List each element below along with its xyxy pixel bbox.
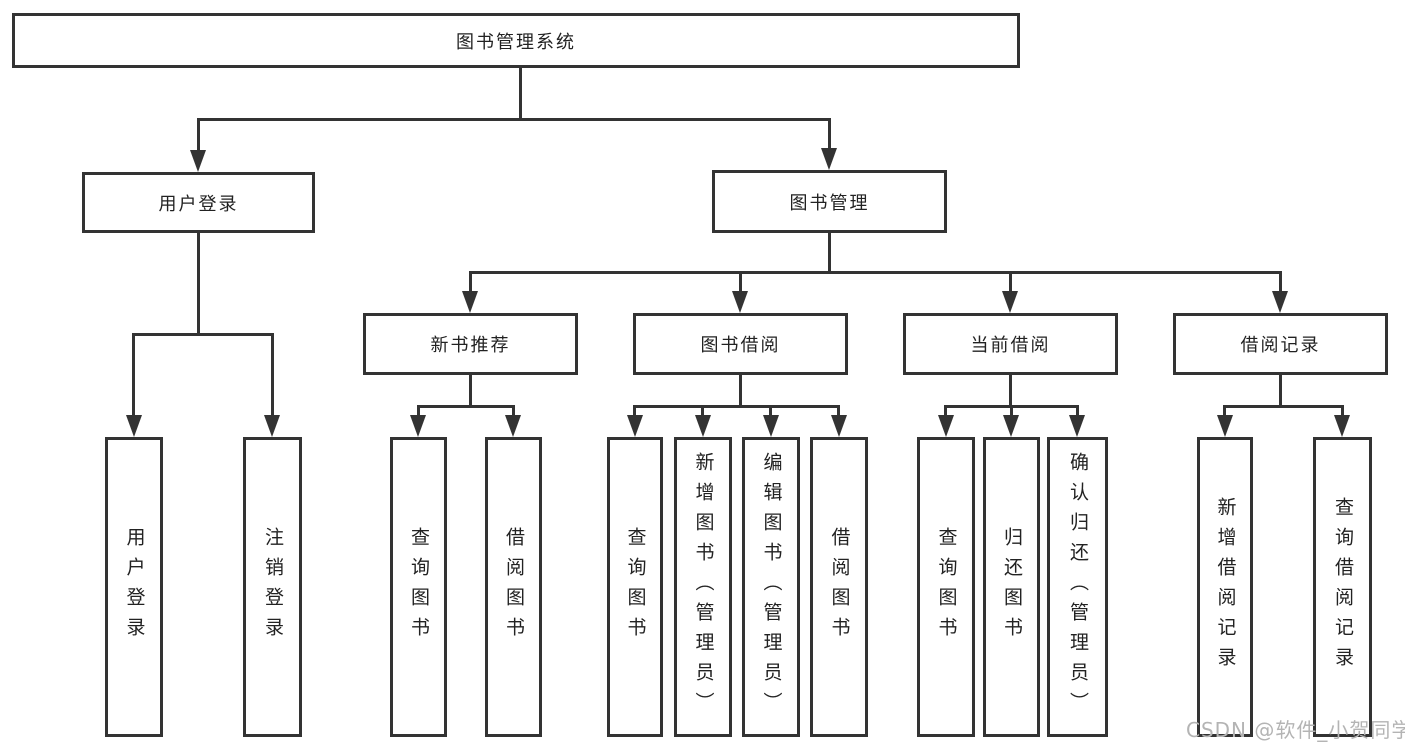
connector-line — [1076, 405, 1079, 419]
connector-line — [1279, 375, 1282, 408]
arrowhead — [505, 415, 521, 437]
connector-line — [1009, 375, 1012, 408]
arrowhead — [1272, 291, 1288, 313]
connector-line — [132, 333, 274, 336]
leaf-label: 查询借阅记录 — [1332, 497, 1354, 677]
arrowhead — [264, 415, 280, 437]
arrowhead — [1002, 291, 1018, 313]
leaf-add-borrow-record: 新增借阅记录 — [1197, 437, 1253, 737]
connector-line — [1010, 405, 1013, 419]
connector-line — [512, 405, 515, 419]
leaf-query-borrow-record: 查询借阅记录 — [1313, 437, 1372, 737]
leaf-confirm-return-admin: 确认归还（管理员） — [1047, 437, 1108, 737]
arrowhead — [1069, 415, 1085, 437]
node-current-borrowing: 当前借阅 — [903, 313, 1118, 375]
connector-line — [469, 271, 472, 295]
connector-line — [701, 405, 704, 419]
connector-line — [469, 375, 472, 408]
connector-line — [633, 405, 839, 408]
leaf-label: 查询图书 — [935, 527, 958, 647]
leaf-label: 用户登录 — [123, 527, 146, 647]
connector-line — [739, 271, 742, 295]
leaf-label: 确认归还（管理员） — [1067, 452, 1089, 722]
arrowhead — [938, 415, 954, 437]
leaf-label: 编辑图书（管理员） — [760, 452, 783, 722]
connector-line — [469, 271, 1282, 274]
node-book-borrowing: 图书借阅 — [633, 313, 848, 375]
connector-line — [837, 405, 840, 419]
connector-line — [271, 333, 274, 417]
arrowhead — [627, 415, 643, 437]
arrowhead — [695, 415, 711, 437]
arrowhead — [190, 150, 206, 172]
leaf-label: 注销登录 — [262, 527, 284, 647]
connector-line — [1009, 271, 1012, 295]
leaf-borrow-books: 借阅图书 — [485, 437, 542, 737]
connector-line — [417, 405, 515, 408]
arrowhead — [1003, 415, 1019, 437]
leaf-edit-books-admin: 编辑图书（管理员） — [742, 437, 800, 737]
leaf-query-books: 查询图书 — [607, 437, 663, 737]
leaf-borrow-books: 借阅图书 — [810, 437, 868, 737]
leaf-label: 借阅图书 — [503, 527, 525, 647]
connector-line — [519, 68, 522, 121]
connector-line — [1223, 405, 1226, 419]
leaf-label: 借阅图书 — [828, 527, 851, 647]
leaf-label: 归还图书 — [1001, 527, 1023, 647]
leaf-label: 查询图书 — [624, 527, 647, 647]
connector-line — [769, 405, 772, 419]
leaf-user-login: 用户登录 — [105, 437, 163, 737]
connector-line — [197, 233, 200, 336]
arrowhead — [732, 291, 748, 313]
arrowhead — [831, 415, 847, 437]
arrowhead — [821, 148, 837, 170]
connector-line — [944, 405, 947, 419]
connector-line — [197, 118, 200, 154]
leaf-label: 新增图书（管理员） — [692, 452, 715, 722]
leaf-query-books: 查询图书 — [390, 437, 447, 737]
arrowhead — [126, 415, 142, 437]
leaf-return-books: 归还图书 — [983, 437, 1040, 737]
connector-line — [1341, 405, 1344, 419]
arrowhead — [1217, 415, 1233, 437]
leaf-label: 查询图书 — [408, 527, 430, 647]
connector-line — [828, 233, 831, 274]
connector-line — [1223, 405, 1344, 408]
leaf-query-books: 查询图书 — [917, 437, 975, 737]
connector-line — [633, 405, 636, 419]
csdn-watermark: CSDN @软件_小贺同学 — [1186, 718, 1405, 742]
arrowhead — [763, 415, 779, 437]
connector-line — [197, 118, 831, 121]
leaf-logout: 注销登录 — [243, 437, 302, 737]
connector-line — [828, 118, 831, 154]
connector-line — [739, 375, 742, 408]
connector-line — [417, 405, 420, 419]
arrowhead — [462, 291, 478, 313]
node-book-management: 图书管理 — [712, 170, 947, 233]
node-library-management-system: 图书管理系统 — [12, 13, 1020, 68]
connector-line — [132, 333, 135, 417]
arrowhead — [410, 415, 426, 437]
leaf-label: 新增借阅记录 — [1214, 497, 1237, 677]
arrowhead — [1334, 415, 1350, 437]
node-new-book-recommendation: 新书推荐 — [363, 313, 578, 375]
node-borrowing-records: 借阅记录 — [1173, 313, 1388, 375]
connector-line — [1279, 271, 1282, 295]
leaf-add-books-admin: 新增图书（管理员） — [674, 437, 732, 737]
node-user-login: 用户登录 — [82, 172, 315, 233]
